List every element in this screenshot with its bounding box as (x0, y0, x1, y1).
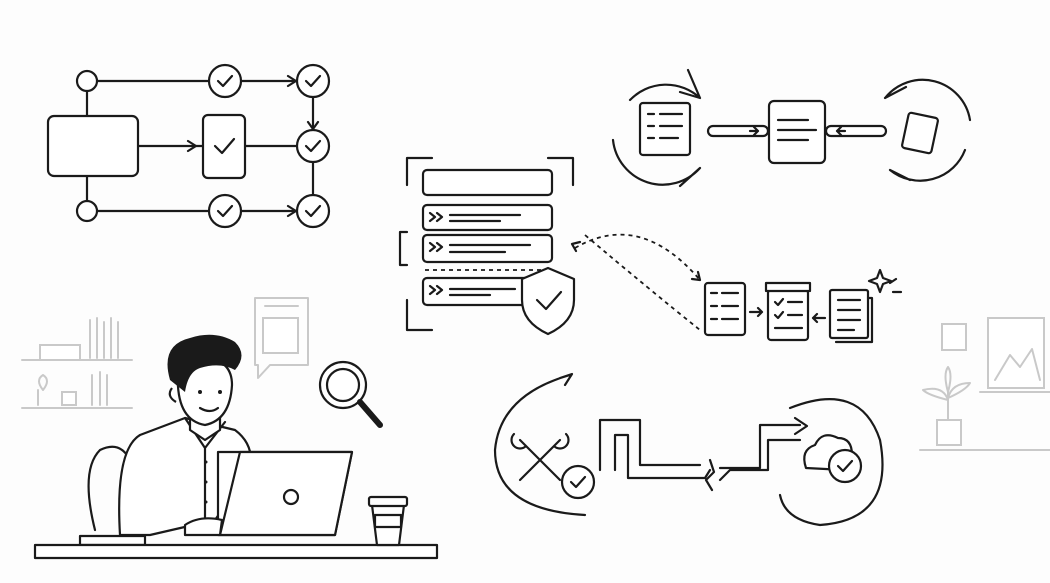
person-at-laptop (33, 334, 439, 560)
wall-decor (919, 317, 1050, 451)
checklist-icon (638, 101, 692, 157)
outlet-icon (941, 323, 967, 351)
magnifier-icon (318, 360, 383, 428)
check-icon (827, 448, 863, 484)
workflow-flowchart (46, 63, 331, 229)
hand (183, 517, 224, 537)
desk (33, 543, 439, 560)
sparkle-icon (867, 268, 903, 294)
decision-box (201, 113, 247, 180)
check-icon (295, 193, 331, 229)
shield-icon (520, 266, 576, 336)
document-pipeline (703, 268, 903, 344)
hair (167, 334, 242, 392)
document-sync-cycle (611, 68, 972, 188)
document-edit-icon (901, 111, 939, 155)
chair (87, 445, 132, 532)
process-box (46, 114, 140, 178)
plant-pot (936, 419, 962, 446)
start-node-icon (75, 69, 99, 93)
secure-data-stack (398, 156, 576, 336)
bookshelf (21, 317, 133, 409)
check-icon (560, 464, 596, 500)
document-icon (767, 99, 827, 165)
check-icon (295, 63, 331, 99)
check-icon (207, 63, 243, 99)
repair-to-cloud-path (493, 372, 884, 527)
laptop-logo-icon (282, 488, 300, 506)
wrench-icon (510, 432, 570, 482)
report-doc-icon (828, 288, 870, 340)
check-icon (295, 128, 331, 164)
check-icon (207, 193, 243, 229)
note-card (254, 297, 309, 379)
start-node-icon (75, 199, 99, 223)
checklist-doc-icon (703, 281, 747, 337)
dashed-connector (574, 233, 701, 281)
